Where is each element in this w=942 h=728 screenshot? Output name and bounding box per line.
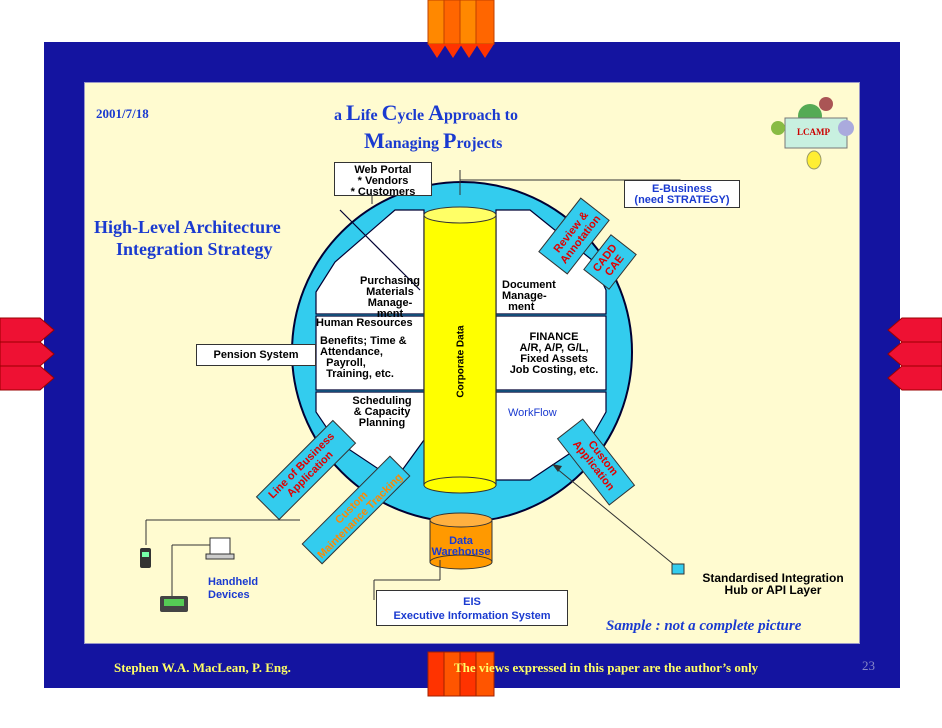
- workflow-label: WorkFlow: [508, 407, 557, 419]
- web-portal-vendors: * Vendors: [357, 175, 409, 187]
- scheduling-label: Scheduling & Capacity Planning: [352, 395, 412, 429]
- section-heading-line2: Integration Strategy: [116, 239, 273, 259]
- data-warehouse-label: Data Warehouse: [431, 535, 491, 558]
- web-portal-box: Web Portal * Vendors * Customers: [334, 162, 432, 198]
- laptop-icon: [205, 537, 235, 560]
- human-resources-label: Human Resources: [316, 317, 413, 329]
- integration-hub-label: Standardised Integration Hub or API Laye…: [702, 571, 844, 597]
- logo-text: LCAMP: [797, 127, 830, 137]
- document-management-label: Document Manage- ment: [502, 279, 556, 313]
- ebusiness-label: E-Business: [652, 183, 712, 195]
- ebusiness-note: (need STRATEGY): [634, 194, 730, 206]
- lcamp-logo: [771, 97, 854, 170]
- web-portal-customers: * Customers: [350, 186, 416, 198]
- pension-system-box: Pension System: [196, 344, 316, 366]
- purchasing-label: Purchasing Materials Manage- ment: [360, 275, 420, 320]
- eis-box: EIS Executive Information System: [376, 590, 568, 626]
- hub-icon: [671, 563, 685, 575]
- section-heading: High-Level Architecture Integration Stra…: [94, 216, 281, 260]
- top-tab-decoration: [427, 0, 495, 58]
- page-number: 23: [862, 658, 875, 673]
- corporate-data-cylinder: [423, 214, 497, 486]
- eis-full-name: Executive Information System: [393, 610, 551, 622]
- cell-phone-icon: [140, 548, 151, 568]
- bottom-tab-decoration: [427, 651, 495, 697]
- section-heading-line1: High-Level Architecture: [94, 217, 281, 237]
- slide-date: 2001/7/18: [96, 106, 149, 121]
- right-tab-decoration: [887, 317, 942, 391]
- slide-title-line2: Managing Projects: [364, 128, 503, 153]
- handheld-devices-label: Handheld Devices: [208, 576, 259, 601]
- footer-author: Stephen W.A. MacLean, P. Eng.: [114, 660, 291, 675]
- sample-note: Sample : not a complete picture: [606, 618, 802, 634]
- eis-label: EIS: [463, 596, 481, 608]
- web-portal-label: Web Portal: [354, 164, 412, 176]
- slide-title-line1: a Life Cycle Approach to: [334, 100, 518, 125]
- finance-label: FINANCE A/R, A/P, G/L, Fixed Assets Job …: [509, 331, 599, 376]
- pager-icon: [160, 596, 188, 612]
- benefits-label: Benefits; Time & Attendance, Payroll, Tr…: [320, 335, 407, 380]
- left-tab-decoration: [0, 317, 55, 391]
- corporate-data-label: Corporate Data: [455, 325, 467, 398]
- footer-disclaimer: The views expressed in this paper are th…: [454, 660, 759, 675]
- ebusiness-box: E-Business (need STRATEGY): [624, 180, 740, 208]
